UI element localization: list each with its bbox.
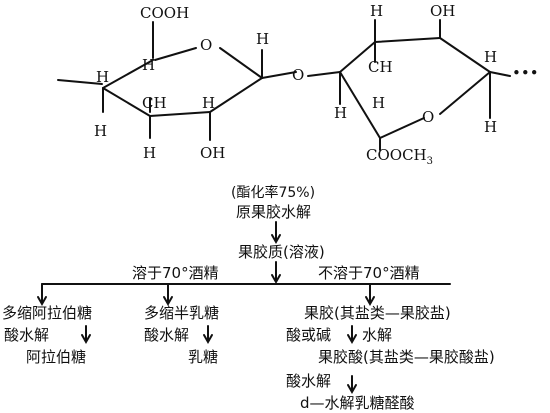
label-pectin-salts: 果胶(其盐类—果胶盐) [304, 304, 451, 322]
label-ring1-h-top: H [256, 30, 270, 48]
label-arabinose: 阿拉伯糖 [26, 348, 87, 366]
label-ring1-ch: CH [142, 94, 167, 112]
label-ring1-h-c5: H [142, 56, 156, 74]
label-ring2-h-right: H [484, 48, 498, 66]
bond-ring1-c5-c4 [102, 59, 154, 89]
label-acid-hydrolysis-2: 酸水解 [144, 326, 190, 344]
label-arabinan: 多缩阿拉伯糖 [2, 304, 93, 322]
label-ring1-h-bottom: H [143, 144, 157, 162]
bond-ring1-c5-o [154, 47, 197, 61]
label-ring2-oh-top: OH [430, 2, 456, 20]
bond-ring2-c1-o [439, 71, 491, 115]
arrow-head-acid-or-base [347, 334, 357, 345]
label-hydrolysis-2: 水解 [362, 326, 393, 344]
bond-ring1-c4-c3 [102, 87, 151, 117]
label-chain-ellipsis: ••• [512, 64, 539, 82]
label-acid-hydrolysis-1: 酸水解 [4, 326, 50, 344]
label-esterification: (酯化率75%) [231, 185, 316, 201]
arrow-head-pectin-salts [365, 296, 375, 307]
bond-ring2-c2-c1 [439, 37, 491, 73]
bond-ring1-c3-c2 [149, 111, 211, 117]
label-ring2-ch: CH [368, 58, 393, 76]
label-ring1-o: O [200, 36, 213, 54]
arrow-head-galactan [163, 296, 173, 307]
label-acid-hydrolysis-3: 酸水解 [286, 372, 332, 390]
bond-ring2-c3-c2 [374, 37, 441, 43]
bond-ring1-c1-bridge [261, 71, 297, 79]
label-ring1-h-bottom-left: H [94, 122, 108, 140]
bond-ring2-c5-c4 [339, 71, 381, 139]
label-ring2-h-anomeric: H [484, 118, 498, 136]
bond-ring2-c4-c3 [339, 41, 376, 73]
arrow-head-arabinan [37, 296, 47, 307]
arrow-head-acid-hydrolysis-3 [347, 384, 357, 395]
label-pectin-solution: 果胶质(溶液) [238, 243, 325, 261]
bond-bridge-ring2 [307, 71, 341, 77]
label-galactan: 多缩半乳糖 [144, 304, 220, 322]
label-acid-or-base: 酸或碱 [286, 326, 332, 344]
label-hydrolysis: 原果胶水解 [236, 203, 312, 221]
arrow-head-acid-hydrolysis-1 [81, 334, 91, 345]
label-ring2-o: O [422, 108, 435, 126]
bond-ring2-o-c5 [379, 117, 425, 139]
label-ring1-h-c2: H [202, 94, 216, 112]
arrow-head-pectin-solution [271, 274, 281, 285]
label-ring2-h-top: H [370, 2, 384, 20]
label-ring2-h-c5: H [372, 94, 386, 112]
label-ring1-h-c4: H [96, 68, 110, 86]
label-galactose: 乳糖 [188, 348, 219, 366]
label-insoluble: 不溶于70°酒精 [318, 264, 420, 282]
label-final-product: d—水解乳糖醛酸 [300, 394, 415, 412]
bond-ring1-o-c1 [219, 47, 263, 79]
label-cooh: COOH [140, 4, 190, 22]
bond-chain-left [57, 79, 103, 85]
label-ring1-oh-bottom: OH [200, 144, 226, 162]
label-cooch3: COOCH3 [366, 146, 434, 167]
bond-ring2-c1-chain [489, 71, 511, 77]
label-soluble: 溶于70°酒精 [132, 264, 219, 282]
label-pectic-acid: 果胶酸(其盐类—果胶酸盐) [318, 348, 495, 366]
arrow-head-hydrolysis [271, 234, 281, 245]
bond-ring1-c2-c1 [209, 77, 263, 113]
label-ring2-h-bottom-left: H [334, 104, 348, 122]
arrow-head-acid-hydrolysis-2 [203, 334, 213, 345]
label-bridge-o: O [292, 66, 305, 84]
